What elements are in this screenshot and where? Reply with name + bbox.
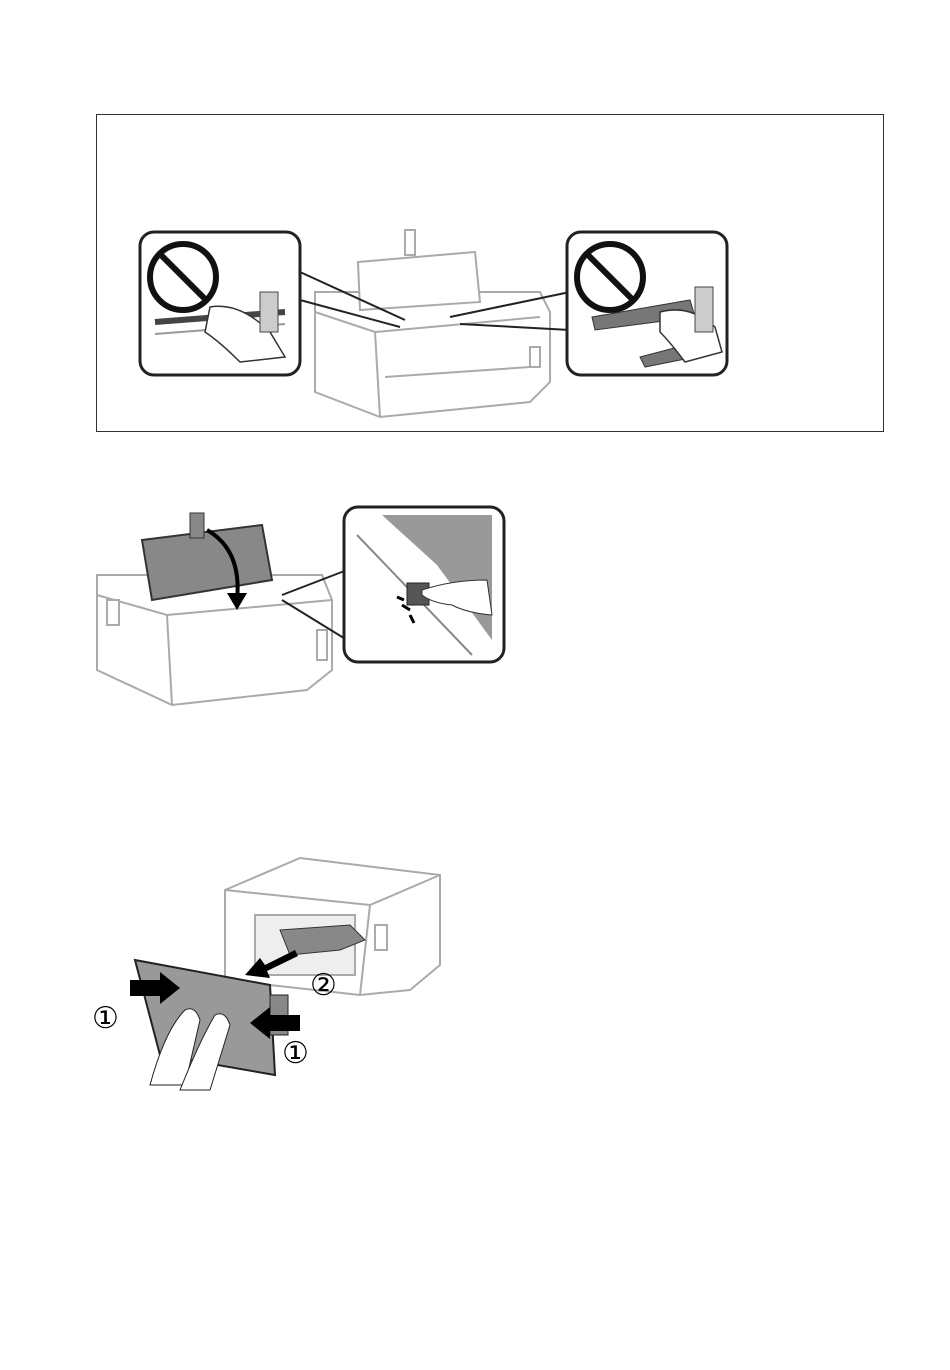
step-1-right-label: ① (282, 1036, 309, 1071)
step-2-label: ② (310, 968, 337, 1003)
prohibited-icon (577, 244, 643, 310)
step-1-left-label: ① (92, 1001, 119, 1036)
printer-center (315, 230, 550, 417)
rear-cover-illustration: ① ① ② (90, 850, 450, 1090)
printer-body (97, 575, 332, 705)
left-callout (140, 232, 300, 375)
prohibited-icon (150, 244, 216, 310)
right-callout (567, 232, 727, 375)
do-not-touch-illustration (130, 222, 740, 427)
lock-callout (344, 507, 504, 662)
close-cover-illustration (92, 505, 512, 710)
